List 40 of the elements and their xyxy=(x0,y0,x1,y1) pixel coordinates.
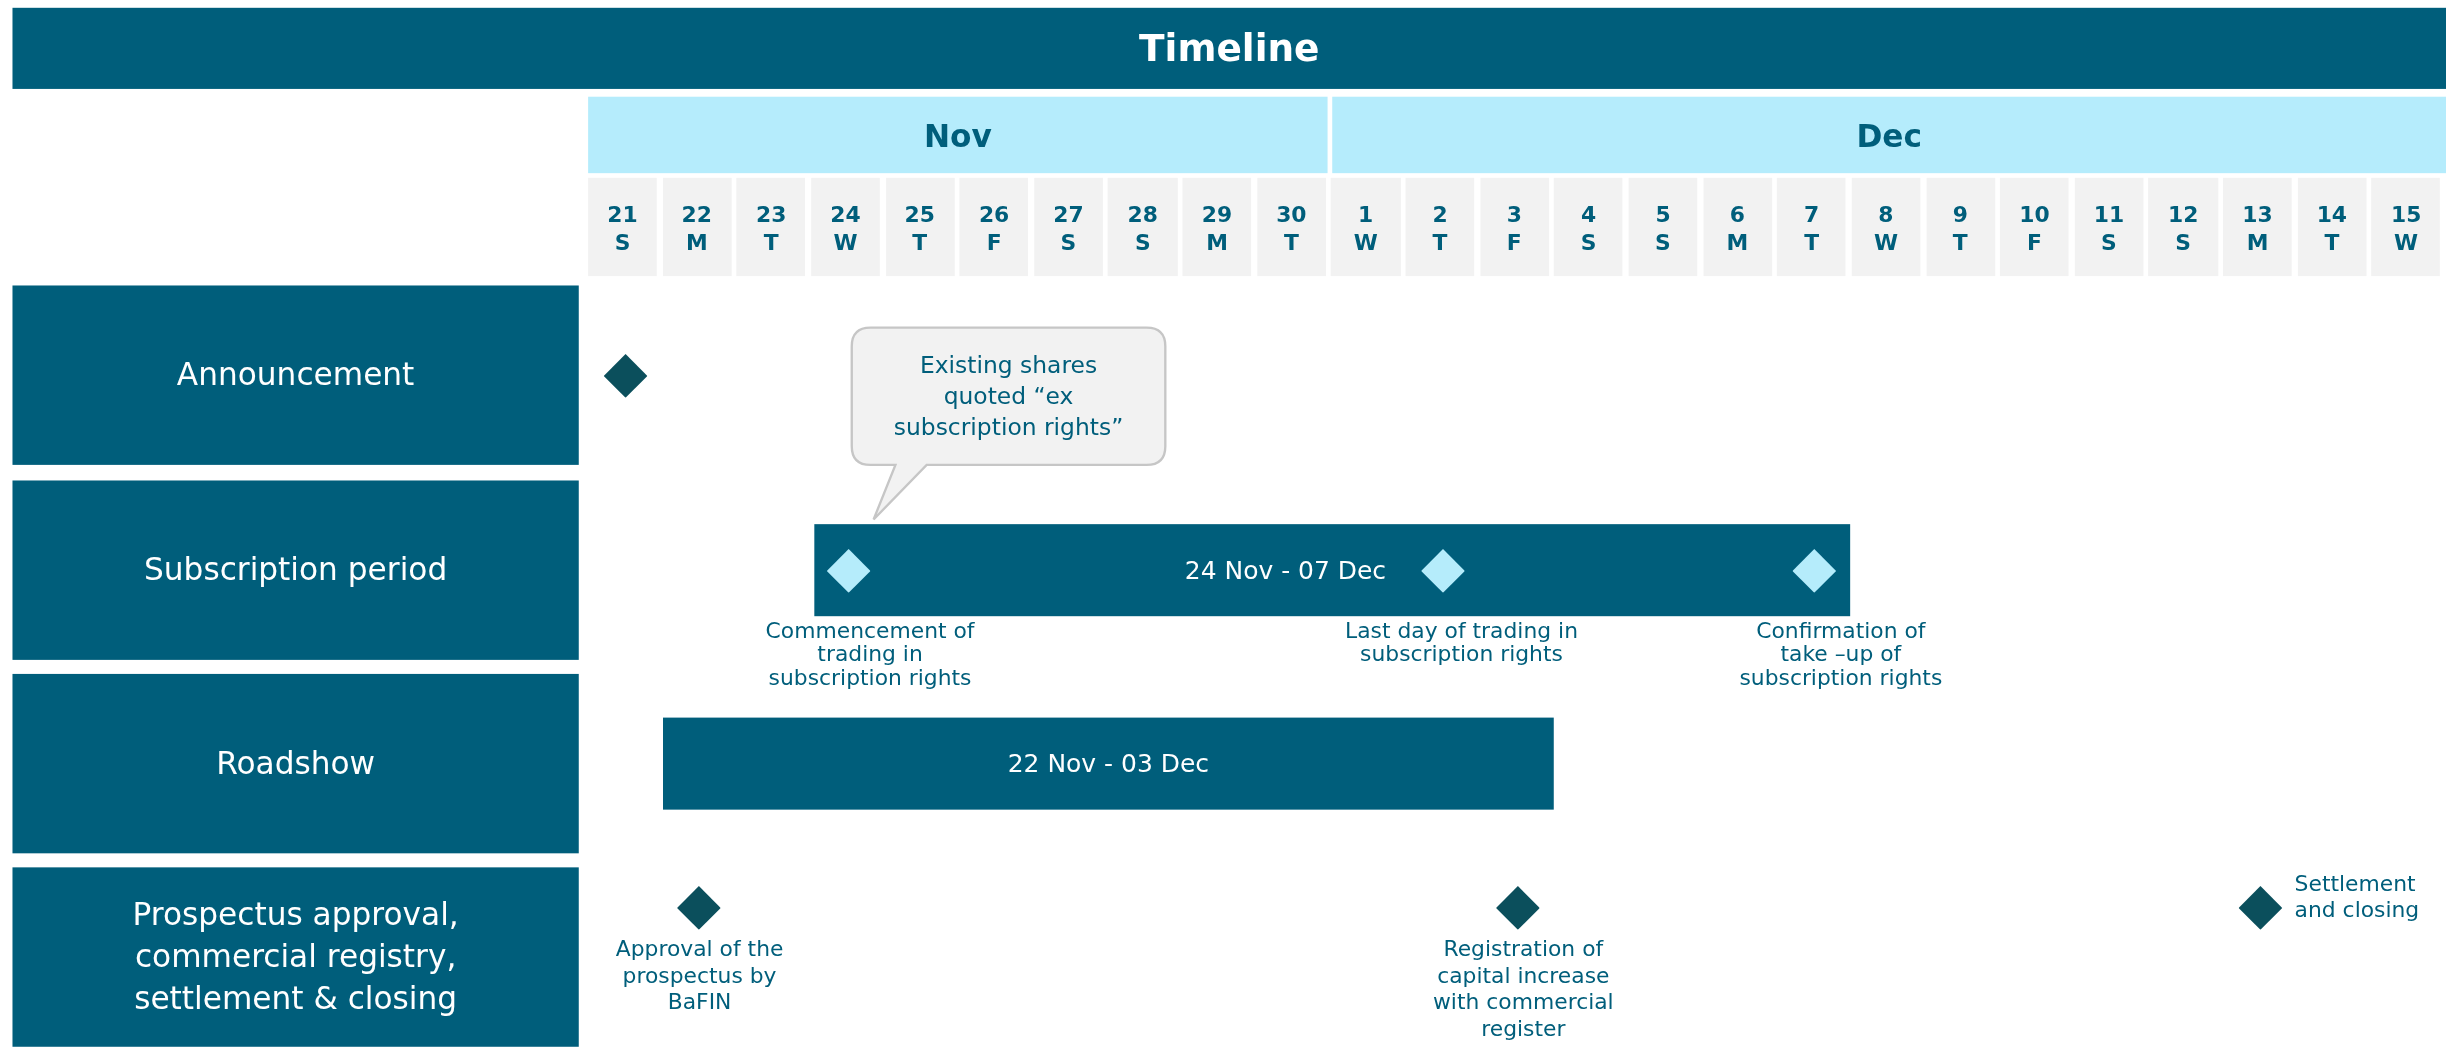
day-cell: 24 W xyxy=(811,177,880,277)
day-cell: 14 T xyxy=(2297,177,2367,277)
day-cell: 26 F xyxy=(959,177,1029,277)
day-cell: 8 W xyxy=(1851,177,1921,277)
title-banner: Timeline xyxy=(12,7,2446,89)
day-cell: 10 F xyxy=(2000,177,2069,277)
day-cell: 9 T xyxy=(1925,177,1995,277)
day-cell: 13 M xyxy=(2223,177,2292,277)
callout-text: Existing shares quoted “ex subscription rights” xyxy=(892,350,1125,444)
day-cell: 7 T xyxy=(1777,177,1847,277)
day-cell: 15 W xyxy=(2371,177,2441,277)
milestone-caption: Settlement and closing xyxy=(2294,870,2421,924)
day-cell: 4 S xyxy=(1554,177,1624,277)
row-header: Announcement xyxy=(12,285,579,465)
day-cell: 30 T xyxy=(1256,177,1326,277)
day-cell: 2 T xyxy=(1405,177,1475,277)
day-cell: 3 F xyxy=(1479,177,1549,277)
day-cell: 21 S xyxy=(588,177,657,277)
day-cell: 27 S xyxy=(1034,177,1103,277)
day-cell: 11 S xyxy=(2074,177,2144,277)
day-cell: 1 W xyxy=(1331,177,1401,277)
day-cell: 29 M xyxy=(1182,177,1252,277)
day-cell: 5 S xyxy=(1628,177,1698,277)
milestone-caption: Approval of the prospectus by BaFIN xyxy=(614,936,785,1016)
day-cell: 25 T xyxy=(885,177,955,277)
period-bar: 22 Nov - 03 Dec xyxy=(663,717,1554,810)
month-band: Nov xyxy=(588,96,1328,174)
milestone-caption: Commencement of trading in subscription rights xyxy=(764,618,976,689)
row-header: Prospectus approval, commercial registry, settlement & closing xyxy=(12,867,579,1047)
milestone-caption: Confirmation of take –up of subscription rights xyxy=(1738,618,1944,689)
milestone-caption: Registration of capital increase with commercial register xyxy=(1432,936,1615,1043)
day-cell: 22 M xyxy=(662,177,732,277)
month-band: Dec xyxy=(1332,96,2446,174)
day-cell: 12 S xyxy=(2148,177,2218,277)
day-cell: 6 M xyxy=(1702,177,1772,277)
day-cell: 28 S xyxy=(1108,177,1178,277)
row-header: Roadshow xyxy=(12,673,579,854)
row-header: Subscription period xyxy=(12,480,579,660)
milestone-caption: Last day of trading in subscription rights xyxy=(1344,618,1579,666)
day-cell: 23 T xyxy=(736,177,806,277)
